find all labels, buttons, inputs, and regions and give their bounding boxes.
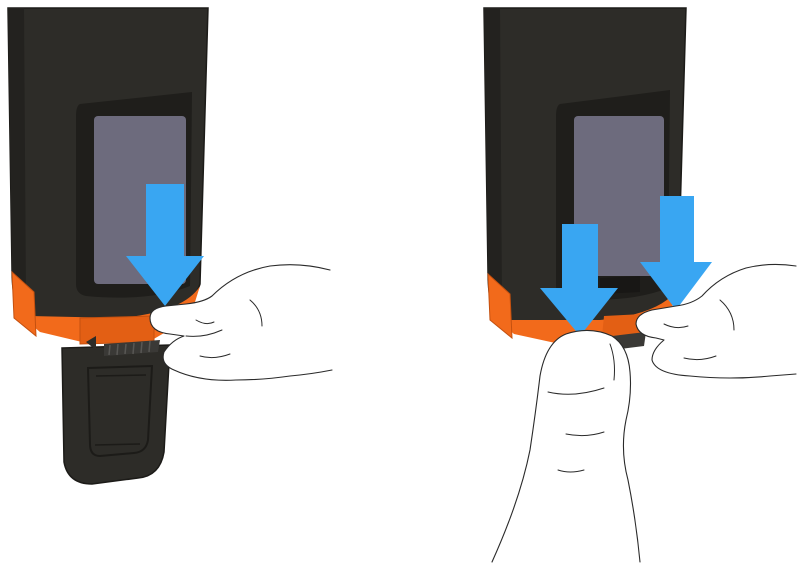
right-panel [484, 8, 796, 562]
left-panel [8, 8, 332, 484]
hand-icon [492, 330, 640, 562]
device-grip-left [62, 345, 170, 484]
